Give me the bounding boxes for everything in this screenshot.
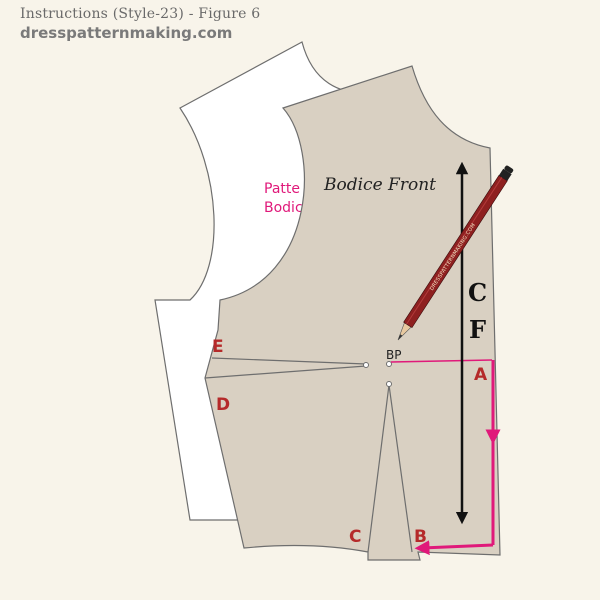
point-label-d: D [216, 395, 230, 415]
point-label-b: B [414, 527, 427, 547]
bust-point-marker [386, 361, 392, 367]
dart-line-upper [211, 357, 367, 365]
site-name: dresspatternmaking.com [20, 24, 233, 42]
bp-to-a-line [390, 359, 493, 363]
vertical-dart-right [388, 384, 413, 553]
dart-line-lower [204, 365, 367, 379]
vertical-dart-left [367, 384, 390, 553]
underlay-text-2: Bodic [264, 200, 303, 216]
bodice-front-piece [204, 65, 501, 561]
dart-point-side [363, 362, 369, 368]
center-front-letter-f: F [469, 315, 486, 344]
point-label-c: C [349, 527, 361, 547]
point-label-e: E [212, 337, 224, 357]
header: Instructions (Style-23) - Figure 6 dress… [20, 6, 260, 42]
instructions-title: Instructions (Style-23) - Figure 6 [20, 6, 261, 22]
dart-point-waist [386, 381, 392, 387]
bodice-front-title: Bodice Front [323, 175, 436, 195]
center-front-letter-c: C [468, 278, 487, 307]
underlay-text-1: Patte [264, 181, 300, 197]
pink-arrow-horizontal [414, 540, 494, 556]
point-label-a: A [474, 365, 488, 385]
bust-point-label: BP [386, 348, 401, 362]
